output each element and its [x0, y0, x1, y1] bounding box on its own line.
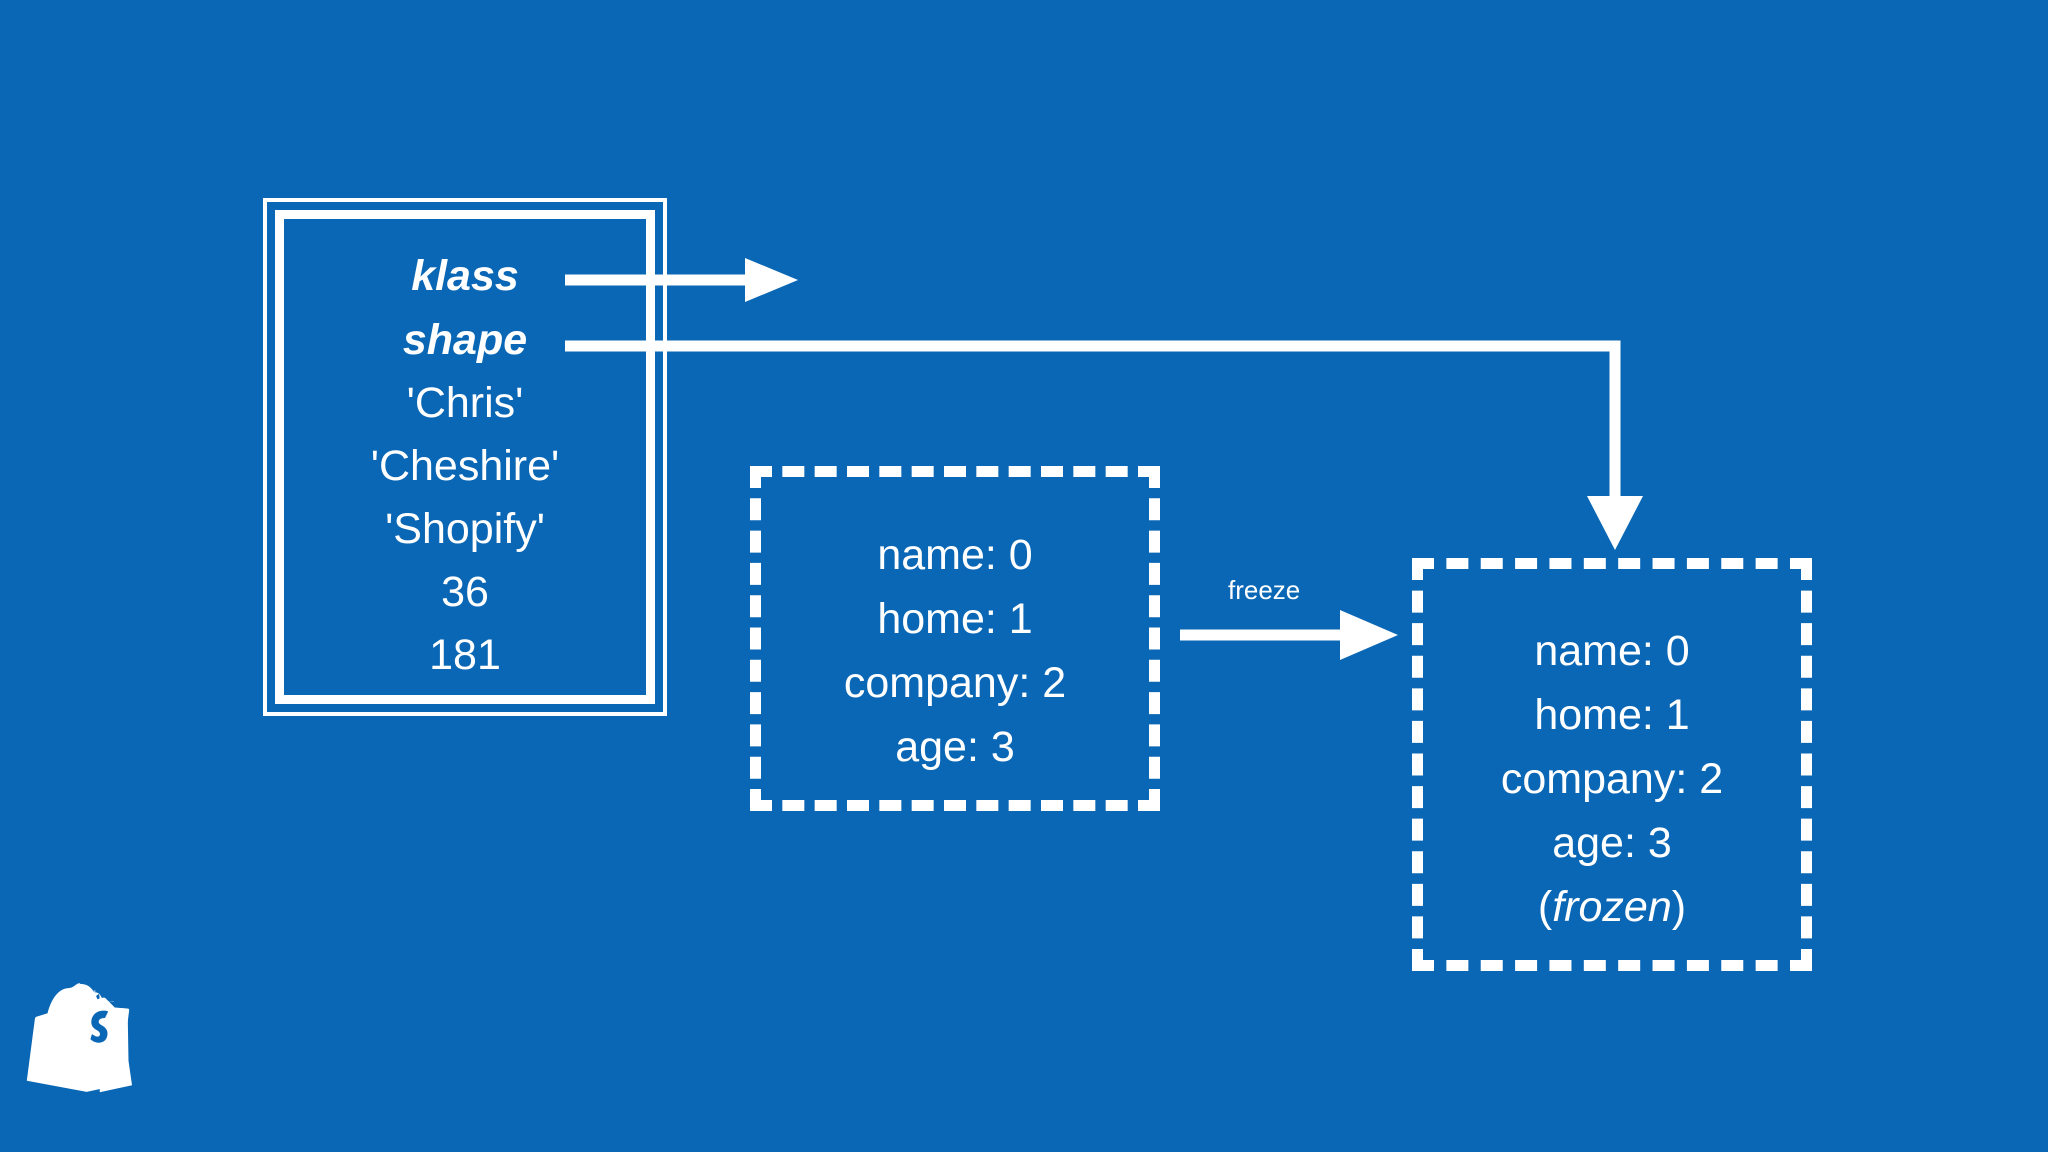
frozen-row-company: company: 2	[1500, 755, 1724, 803]
frozen-row-name: name: 0	[1534, 627, 1690, 675]
object-box-content: klass shape 'Chris' 'Cheshire' 'Shopify'…	[267, 244, 663, 687]
object-box: klass shape 'Chris' 'Cheshire' 'Shopify'…	[263, 198, 667, 716]
frozen-box-rows: name: 0 home: 1 company: 2 age: 3 (froze…	[1423, 619, 1801, 939]
object-value-age: 36	[441, 568, 489, 616]
frozen-paren-close: )	[1671, 883, 1687, 931]
hash-row-company: company: 2	[843, 659, 1067, 707]
frozen-word: frozen	[1552, 883, 1672, 931]
object-box-inner-border	[275, 210, 655, 704]
shopify-bag-icon	[49, 988, 152, 1100]
freeze-transition-arrow	[1180, 605, 1420, 665]
object-slot-klass: klass	[411, 252, 519, 300]
frozen-row-home: home: 1	[1534, 691, 1690, 739]
object-value-name: 'Chris'	[406, 379, 524, 427]
hash-row-name: name: 0	[877, 531, 1033, 579]
frozen-annotation: (frozen)	[1423, 875, 1801, 939]
klass-pointer-arrow	[565, 250, 815, 310]
object-slot-shape: shape	[402, 316, 528, 364]
hash-box-rows: name: 0 home: 1 company: 2 age: 3	[761, 523, 1149, 779]
hash-row-home: home: 1	[877, 595, 1033, 643]
object-value-extra: 181	[429, 631, 501, 679]
shape-pointer-arrow	[565, 310, 1675, 560]
hash-row-age: age: 3	[895, 723, 1015, 771]
freeze-label: freeze	[1228, 575, 1301, 605]
object-value-company: 'Shopify'	[385, 505, 545, 553]
object-value-home: 'Cheshire'	[370, 442, 560, 490]
frozen-box: name: 0 home: 1 company: 2 age: 3 (froze…	[1412, 558, 1812, 971]
frozen-row-age: age: 3	[1552, 819, 1672, 867]
frozen-paren-open: (	[1537, 883, 1553, 931]
hash-box: name: 0 home: 1 company: 2 age: 3	[750, 466, 1160, 811]
